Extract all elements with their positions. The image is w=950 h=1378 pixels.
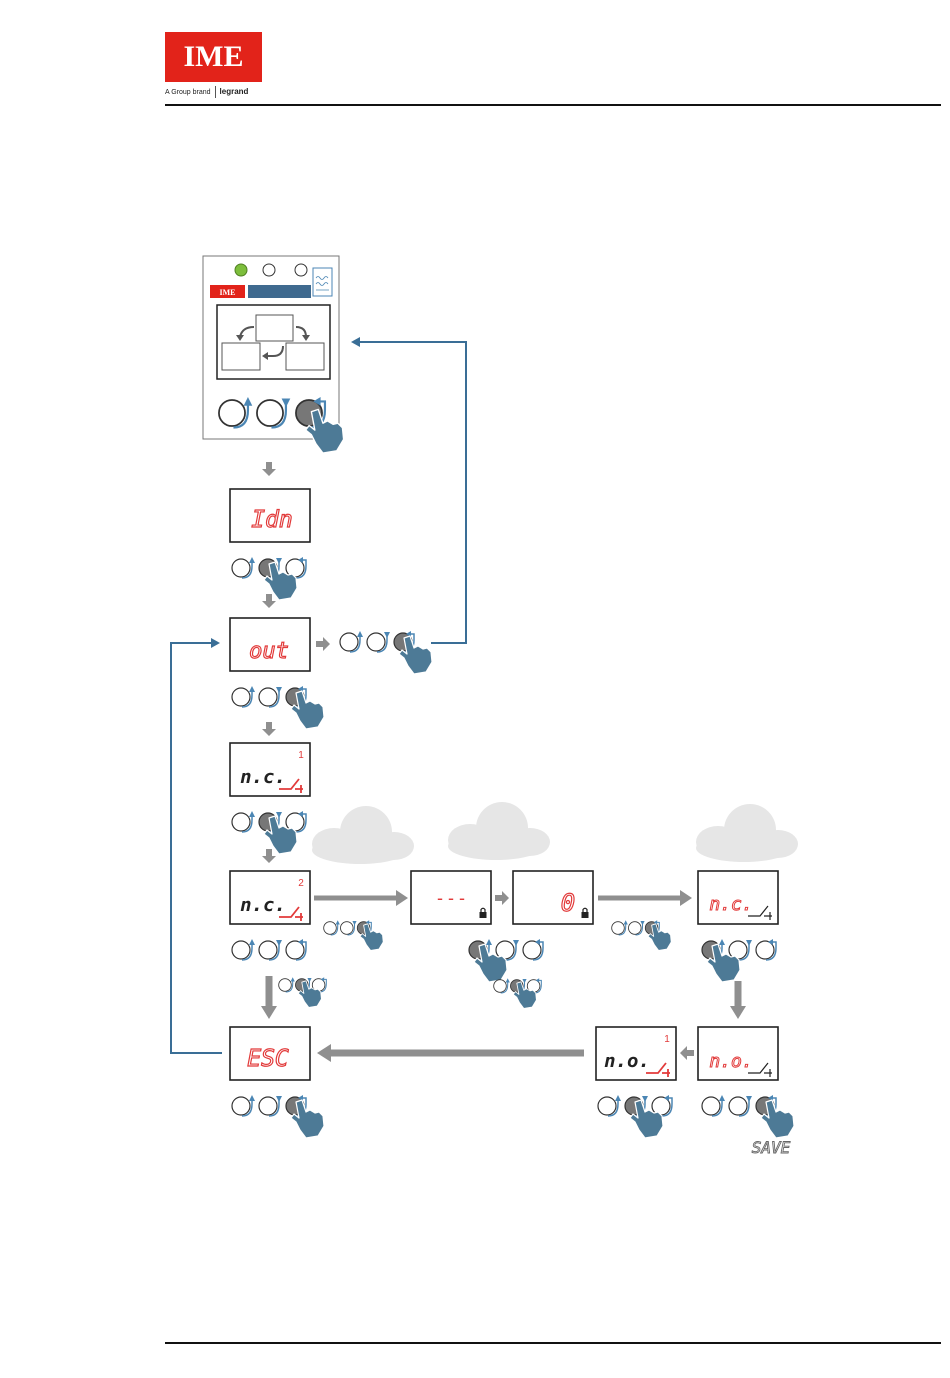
- screen-nc-text: n.c.: [240, 766, 286, 788]
- step-number: 2: [298, 878, 304, 889]
- button-row-nc-1: [232, 811, 306, 854]
- screen-nc-1: 1 n.c.: [230, 743, 310, 796]
- screen-nc-text: n.c.: [240, 894, 286, 916]
- up-button[interactable]: [702, 1095, 725, 1116]
- up-button[interactable]: [232, 811, 255, 832]
- screen-nc-2: 2 n.c.: [230, 871, 310, 924]
- step-number: 1: [298, 750, 304, 761]
- button-row-idn: [232, 557, 306, 600]
- screen-zero: 0: [513, 871, 593, 924]
- button-row-no-edit: [702, 1095, 794, 1138]
- screen-dashes-text: - - -: [437, 888, 465, 908]
- up-button[interactable]: [598, 1095, 621, 1116]
- flow-arrow-left: [680, 1046, 694, 1060]
- flow-arrow-down: [262, 594, 276, 608]
- button-row-small: [612, 920, 672, 950]
- cloud-decoration: [312, 806, 414, 864]
- enter-button[interactable]: [756, 939, 776, 960]
- up-button[interactable]: [232, 1095, 255, 1116]
- button-row-esc: [232, 1095, 324, 1138]
- cloud-decoration: [696, 804, 798, 862]
- screen-no-1: 1 n.o.: [596, 1027, 676, 1080]
- down-button[interactable]: [259, 940, 282, 960]
- screen-esc: ESC: [230, 1027, 310, 1080]
- flow-arrow-down: [262, 462, 276, 476]
- button-row-out-right: [340, 631, 432, 674]
- screen-no-edit: n.o.: [698, 1027, 778, 1080]
- button-row-small: [324, 920, 384, 950]
- up-button[interactable]: [324, 920, 340, 935]
- button-row-out: [232, 686, 324, 729]
- flow-arrow-down: [262, 849, 276, 863]
- down-button[interactable]: [259, 1096, 282, 1116]
- led-green-icon: [235, 264, 247, 276]
- device-name-strip: [248, 285, 311, 298]
- flow-arrow-right: [495, 891, 509, 905]
- screen-dashes: - - -: [411, 871, 491, 924]
- screen-nc-edit-text: n.c.: [709, 894, 752, 915]
- up-button[interactable]: [232, 557, 255, 578]
- cloud-decoration: [448, 802, 550, 860]
- screen-out: out: [230, 618, 310, 671]
- up-button[interactable]: [340, 631, 363, 652]
- up-button[interactable]: [279, 977, 295, 992]
- screen-out-text: out: [249, 639, 289, 664]
- flow-return-to-device: [358, 342, 466, 643]
- down-button[interactable]: [259, 687, 282, 707]
- button-row-dashes: [469, 939, 543, 982]
- flow-esc-loop: [171, 643, 222, 1053]
- button-row-small: [494, 978, 542, 1008]
- screen-idn-text: Idn: [251, 507, 293, 533]
- button-row-small: [279, 977, 327, 1007]
- screen-idn: Idn: [230, 489, 310, 542]
- enter-button[interactable]: [523, 939, 543, 960]
- up-button[interactable]: [232, 939, 255, 960]
- button-row-nc-edit: [702, 939, 776, 982]
- screen-no-edit-text: n.o.: [709, 1051, 752, 1072]
- led-off-icon: [263, 264, 275, 276]
- enter-button[interactable]: [286, 939, 306, 960]
- down-button[interactable]: [729, 1096, 752, 1116]
- device-panel: IME: [203, 256, 344, 453]
- button-row-no-1: [598, 1095, 672, 1138]
- flow-arrow-right: [316, 637, 330, 651]
- down-button[interactable]: [367, 632, 390, 652]
- up-button[interactable]: [612, 920, 628, 935]
- step-number: 1: [664, 1034, 670, 1045]
- waveform-icon: [313, 268, 332, 296]
- up-button[interactable]: [232, 686, 255, 707]
- save-label: SAVE: [752, 1138, 791, 1157]
- down-button[interactable]: [341, 921, 357, 935]
- flow-arrow-down: [262, 722, 276, 736]
- screen-nc-edit: n.c.: [698, 871, 778, 924]
- down-button[interactable]: [629, 921, 645, 935]
- screen-zero-text: 0: [561, 889, 575, 917]
- button-row-nc-2: [232, 939, 306, 960]
- screen-no-text: n.o.: [604, 1050, 650, 1072]
- device-brand-text: IME: [220, 288, 236, 297]
- screen-esc-text: ESC: [247, 1046, 289, 1072]
- led-off-icon: [295, 264, 307, 276]
